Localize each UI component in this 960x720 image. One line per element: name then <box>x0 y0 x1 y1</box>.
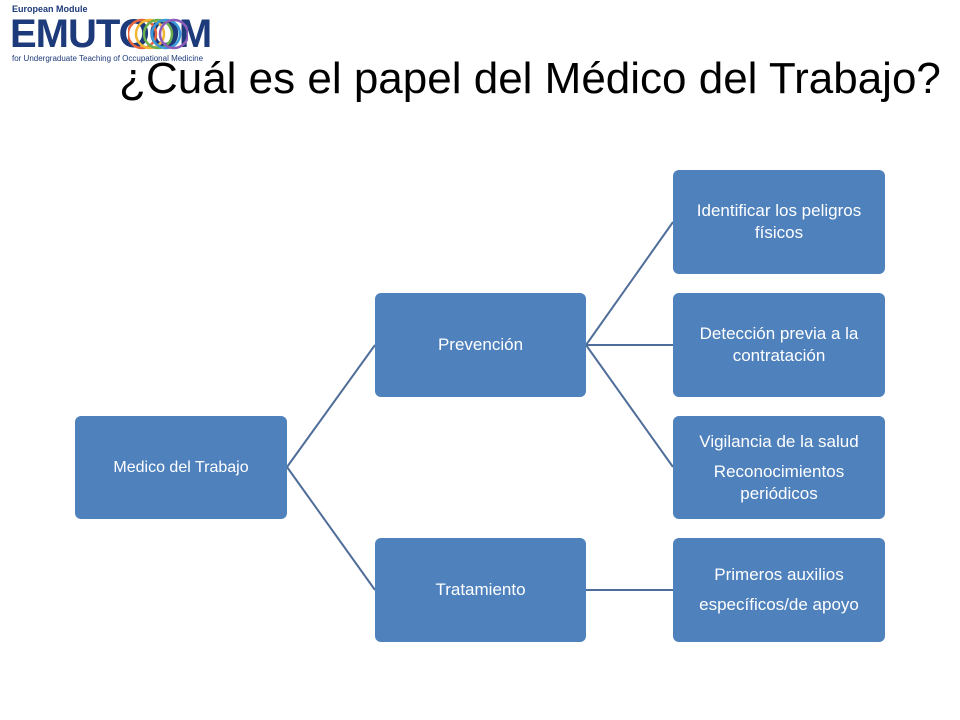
logo-top-text: European Module <box>12 4 88 14</box>
node-medico-del-trabajo: Medico del Trabajo <box>75 416 287 519</box>
slide-title: ¿Cuál es el papel del Médico del Trabajo… <box>119 54 941 103</box>
node-tratamiento: Tratamiento <box>375 538 586 642</box>
node-label: Prevención <box>437 335 524 354</box>
node-label: Medico del Trabajo <box>113 458 249 476</box>
node-deteccion-contratacion: Detección previa a la contratación <box>673 293 885 397</box>
node-label: Tratamiento <box>435 580 526 599</box>
logo-rings-icon <box>128 18 188 50</box>
node-line: Primeros auxilios <box>714 565 844 584</box>
node-line: Vigilancia de la salud <box>699 431 859 451</box>
logo-wordmark: EMUTOOM <box>10 12 212 56</box>
node-line: Reconocimientos periódicos <box>713 461 845 503</box>
connector-prevencion-vigilancia <box>585 344 674 468</box>
connector-root-prevencion <box>286 344 376 468</box>
logo-tagline: for Undergraduate Teaching of Occupation… <box>12 54 204 63</box>
node-vigilancia-salud: Vigilancia de la salud Reconocimientos p… <box>673 416 885 519</box>
node-identificar-peligros: Identificar los peligros físicos <box>673 170 885 274</box>
node-prevencion: Prevención <box>375 293 586 397</box>
connector-root-tratamiento <box>286 466 376 591</box>
connector-prevencion-peligros <box>585 221 674 346</box>
node-line: Detección previa a la contratación <box>699 324 859 365</box>
node-primeros-auxilios: Primeros auxilios específicos/de apoyo <box>673 538 885 642</box>
emutom-logo: European Module EMUTOOM for Undergraduat… <box>8 2 212 64</box>
node-line: específicos/de apoyo <box>699 595 859 614</box>
node-line: Identificar los peligros físicos <box>696 201 862 242</box>
